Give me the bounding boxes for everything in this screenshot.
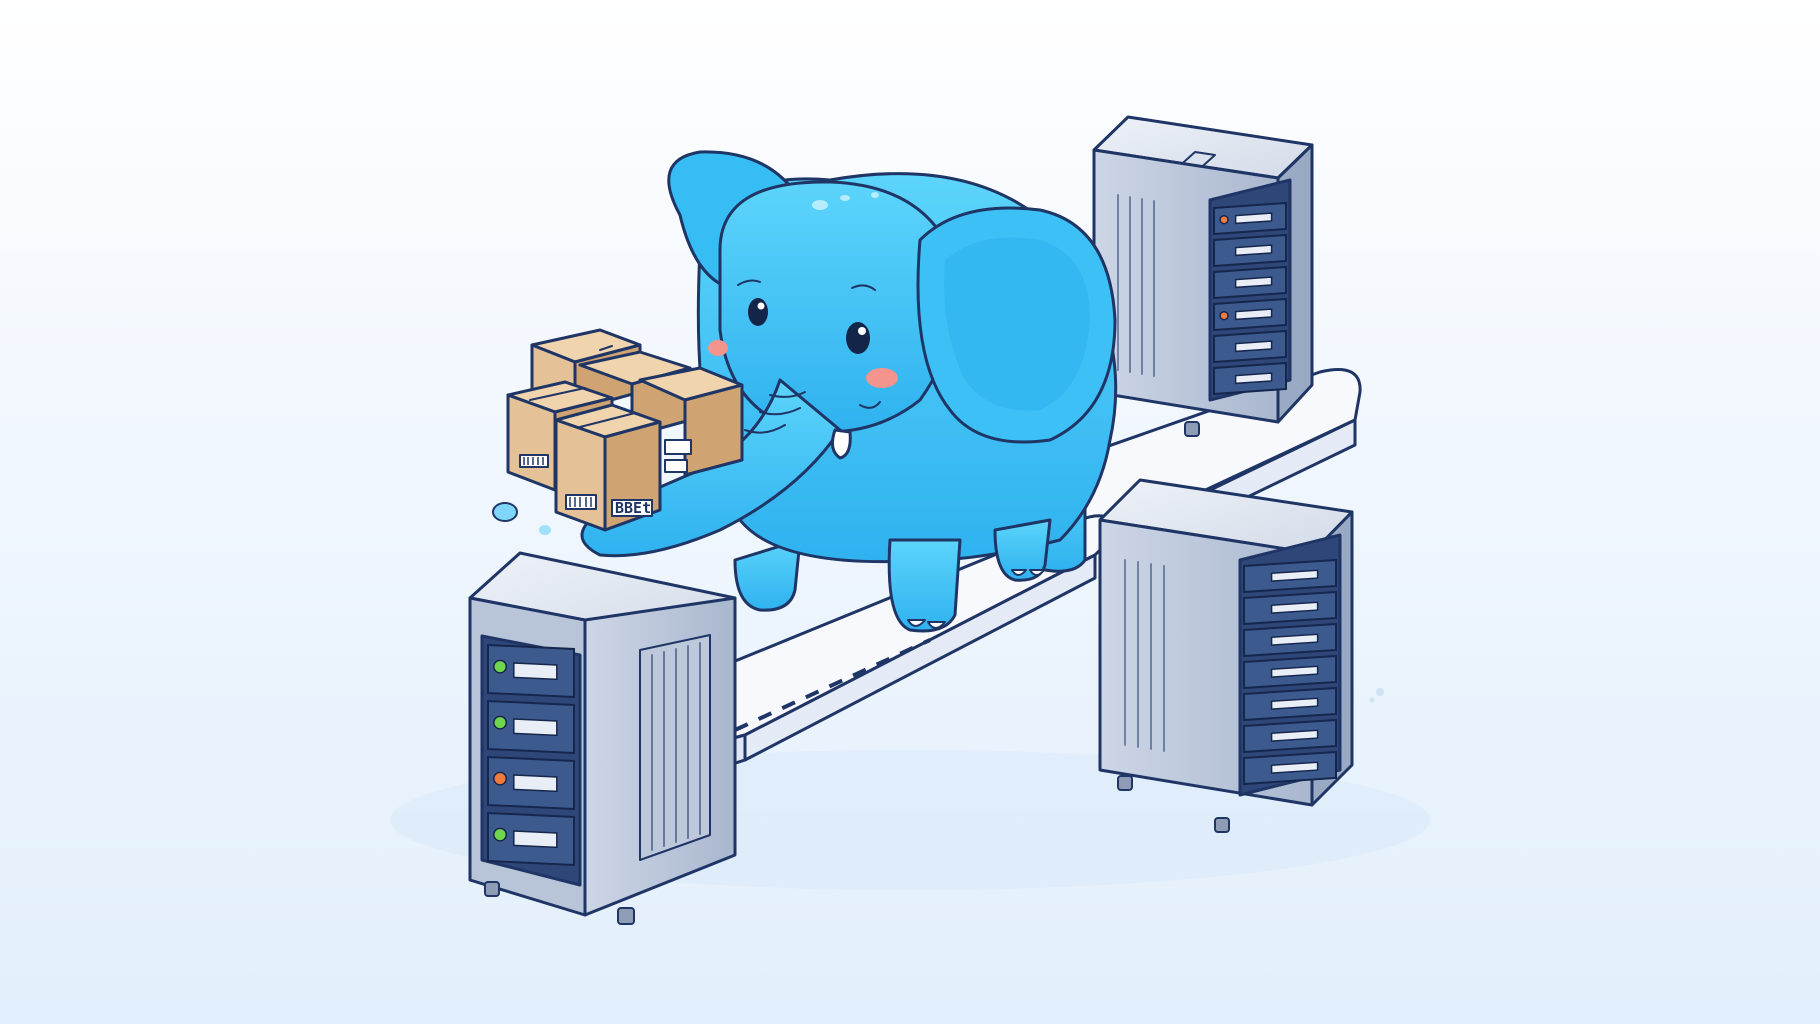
back-server-slot bbox=[1234, 244, 1273, 257]
left-cheek bbox=[708, 340, 728, 356]
back-server-led bbox=[1219, 310, 1229, 321]
back-server-slot bbox=[1234, 372, 1273, 385]
back-server-slot bbox=[1234, 276, 1273, 289]
back-server-led bbox=[1219, 214, 1229, 225]
box-label: BBEt bbox=[615, 499, 651, 517]
left-server-led bbox=[493, 659, 508, 674]
left-server-slot bbox=[513, 718, 558, 737]
server-left bbox=[468, 551, 737, 925]
right-cheek bbox=[866, 368, 898, 388]
right-server-slot bbox=[1270, 729, 1319, 742]
right-eye bbox=[846, 322, 870, 354]
left-server-slot bbox=[513, 830, 558, 849]
left-server-slot bbox=[513, 662, 558, 681]
right-server-slot bbox=[1270, 697, 1319, 710]
server-back bbox=[1092, 115, 1314, 437]
back-server-slot bbox=[1234, 212, 1273, 225]
boxes: BBEt bbox=[506, 328, 744, 532]
left-server-led bbox=[493, 827, 508, 842]
left-eye bbox=[748, 298, 768, 326]
right-server-slot bbox=[1270, 569, 1319, 582]
elephant bbox=[492, 150, 1118, 633]
right-server-slot bbox=[1270, 761, 1319, 774]
server-right bbox=[1098, 478, 1354, 833]
left-server-led bbox=[493, 715, 508, 730]
right-server-slot bbox=[1270, 633, 1319, 646]
left-server-slot bbox=[513, 774, 558, 793]
back-server-slot bbox=[1234, 340, 1273, 353]
left-server-led bbox=[493, 771, 508, 786]
right-server-slot bbox=[1270, 665, 1319, 678]
lane-dashes bbox=[734, 638, 931, 732]
right-server-slot bbox=[1270, 601, 1319, 614]
back-server-slot bbox=[1234, 308, 1273, 321]
